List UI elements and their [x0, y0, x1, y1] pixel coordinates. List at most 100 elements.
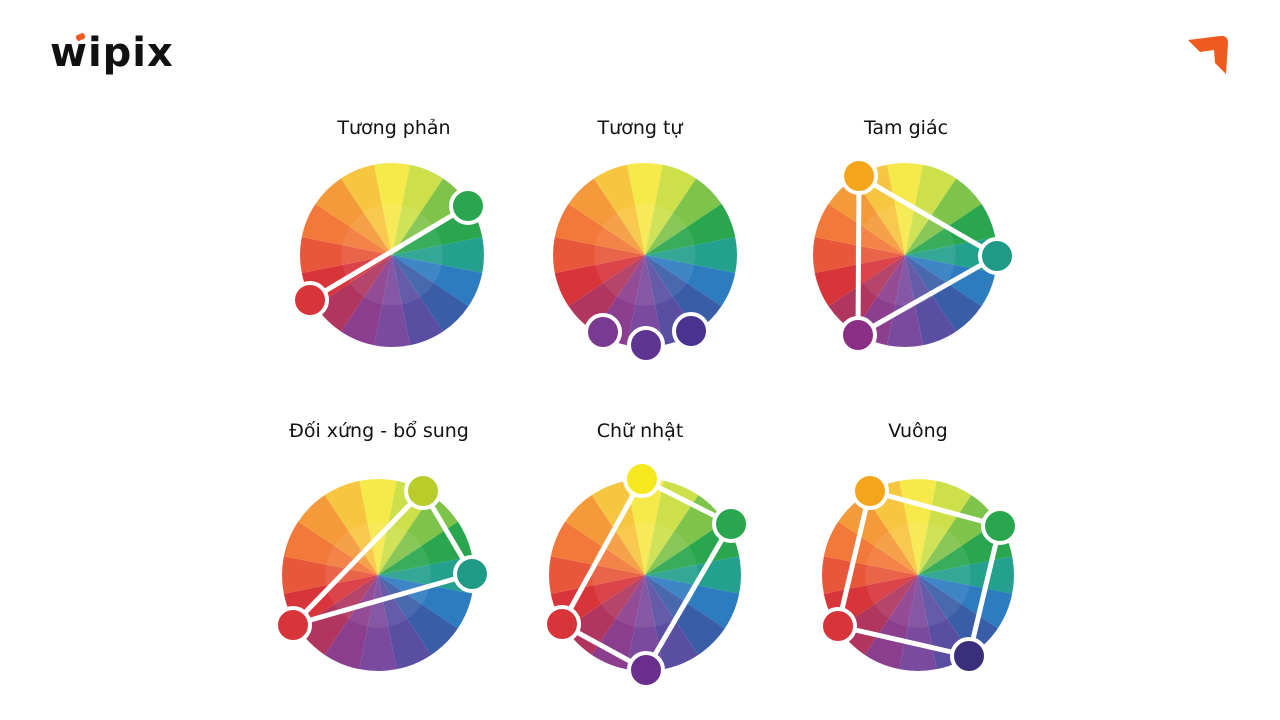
wheel-segment: [340, 255, 392, 346]
wheel-highlight: [865, 522, 971, 628]
harmony-connector-line: [308, 203, 470, 303]
color-wheel-tuong-phan: [291, 163, 487, 347]
wheel-segment: [627, 255, 663, 347]
wheel-segment: [823, 521, 918, 575]
wheel-segment: [905, 255, 957, 346]
harmony-color-node: [404, 472, 442, 510]
harmony-color-node: [627, 326, 665, 364]
harmony-color-node: [851, 472, 889, 510]
color-wheel-chu-nhat: [543, 460, 750, 689]
color-wheel-vuong: [819, 472, 1019, 675]
harmony-color-node: [978, 237, 1016, 275]
color-wheel-tam-giac: [813, 157, 1016, 354]
panel-title-tam-giac: Tam giác: [863, 117, 949, 139]
wheel-segment: [359, 478, 397, 575]
wheel-segment: [591, 480, 645, 575]
wheel-segment: [645, 237, 737, 273]
harmony-color-node: [950, 637, 988, 675]
panel-title-chu-nhat: Chữ nhật: [596, 420, 684, 442]
wheel-highlight: [854, 204, 956, 306]
harmony-color-node: [981, 507, 1019, 545]
wheel-segment: [918, 575, 998, 655]
wheel-segment: [645, 203, 736, 255]
wheel-segment: [392, 164, 444, 255]
wheel-segment: [905, 237, 997, 273]
wheel-highlight: [594, 204, 696, 306]
wheel-segment: [645, 178, 722, 255]
harmony-color-node: [712, 505, 750, 543]
harmony-color-node: [839, 316, 877, 354]
wheel-segment: [828, 178, 905, 255]
harmony-connector-line: [855, 175, 862, 336]
wheel-segment: [374, 255, 410, 347]
wheel-segment: [392, 255, 483, 307]
harmony-connector-line: [966, 525, 1003, 657]
harmony-connector-line: [837, 623, 970, 659]
harmony-connector-line: [856, 253, 999, 338]
harmony-color-node: [453, 555, 491, 593]
harmony-color-node: [623, 460, 661, 498]
harmony-color-node: [543, 605, 581, 643]
wheel-segment: [838, 495, 918, 575]
wheel-segment: [392, 178, 469, 255]
wheel-segment: [315, 255, 392, 332]
wheel-segment: [645, 575, 740, 629]
wheel-segment: [918, 480, 972, 575]
wipix-logo: wipix: [50, 30, 174, 76]
wheel-segment: [645, 255, 722, 332]
wheel-segment: [918, 575, 1013, 629]
wheel-highlight: [341, 204, 443, 306]
wheel-segment: [828, 255, 905, 332]
harmony-connector-line: [835, 490, 873, 627]
corner-arrow-icon: [1188, 35, 1228, 74]
harmony-connector-line: [559, 477, 645, 626]
wheel-segment: [568, 178, 645, 255]
wheel-segment: [565, 495, 645, 575]
wheel-segment: [300, 237, 392, 273]
wheel-segment: [392, 255, 469, 332]
harmony-color-node: [840, 157, 878, 195]
wheel-segment: [838, 575, 918, 655]
wheel-segment: [918, 495, 998, 575]
wheel-segment: [905, 178, 982, 255]
wheel-segment: [593, 164, 645, 255]
wheel-segment: [359, 575, 397, 671]
panel-title-tuong-phan: Tương phản: [337, 117, 451, 139]
harmony-color-node: [274, 606, 312, 644]
harmony-color-node: [627, 651, 665, 689]
harmony-color-node: [449, 187, 487, 225]
wheel-segment: [627, 163, 663, 255]
panel-title-tuong-tu: Tương tự: [597, 117, 683, 139]
wheel-segment: [887, 163, 923, 255]
color-wheel-tuong-tu: [553, 163, 737, 364]
wheel-segment: [554, 203, 645, 255]
wheel-segment: [905, 255, 982, 332]
wheel-segment: [645, 480, 699, 575]
wheel-segment: [645, 255, 736, 307]
wheel-highlight: [325, 522, 431, 628]
harmony-connector-line: [857, 173, 999, 259]
wheel-segment: [315, 178, 392, 255]
wheel-segment: [301, 203, 392, 255]
wheel-highlight: [592, 522, 698, 628]
wheel-segment: [645, 575, 725, 655]
harmony-connector-line: [291, 489, 425, 627]
wheel-segment: [626, 575, 664, 671]
harmony-connector-line: [292, 571, 473, 628]
wheel-segment: [553, 237, 645, 273]
wheel-segment: [392, 237, 484, 273]
wheel-segment: [626, 479, 664, 575]
wheel-segment: [905, 164, 957, 255]
harmony-color-node: [291, 281, 329, 319]
color-wheel-doi-xung-bo-sung: [274, 472, 491, 671]
wheel-segment: [864, 575, 918, 670]
wheel-segment: [568, 255, 645, 332]
wheel-segment: [549, 556, 645, 594]
panel-title-doi-xung-bo-sung: Đối xứng - bổ sung: [289, 420, 469, 442]
harmony-color-node: [584, 313, 622, 351]
wheel-segment: [645, 556, 741, 594]
wheel-segment: [887, 255, 923, 347]
wheel-segment: [645, 495, 725, 575]
wheel-segment: [374, 163, 410, 255]
